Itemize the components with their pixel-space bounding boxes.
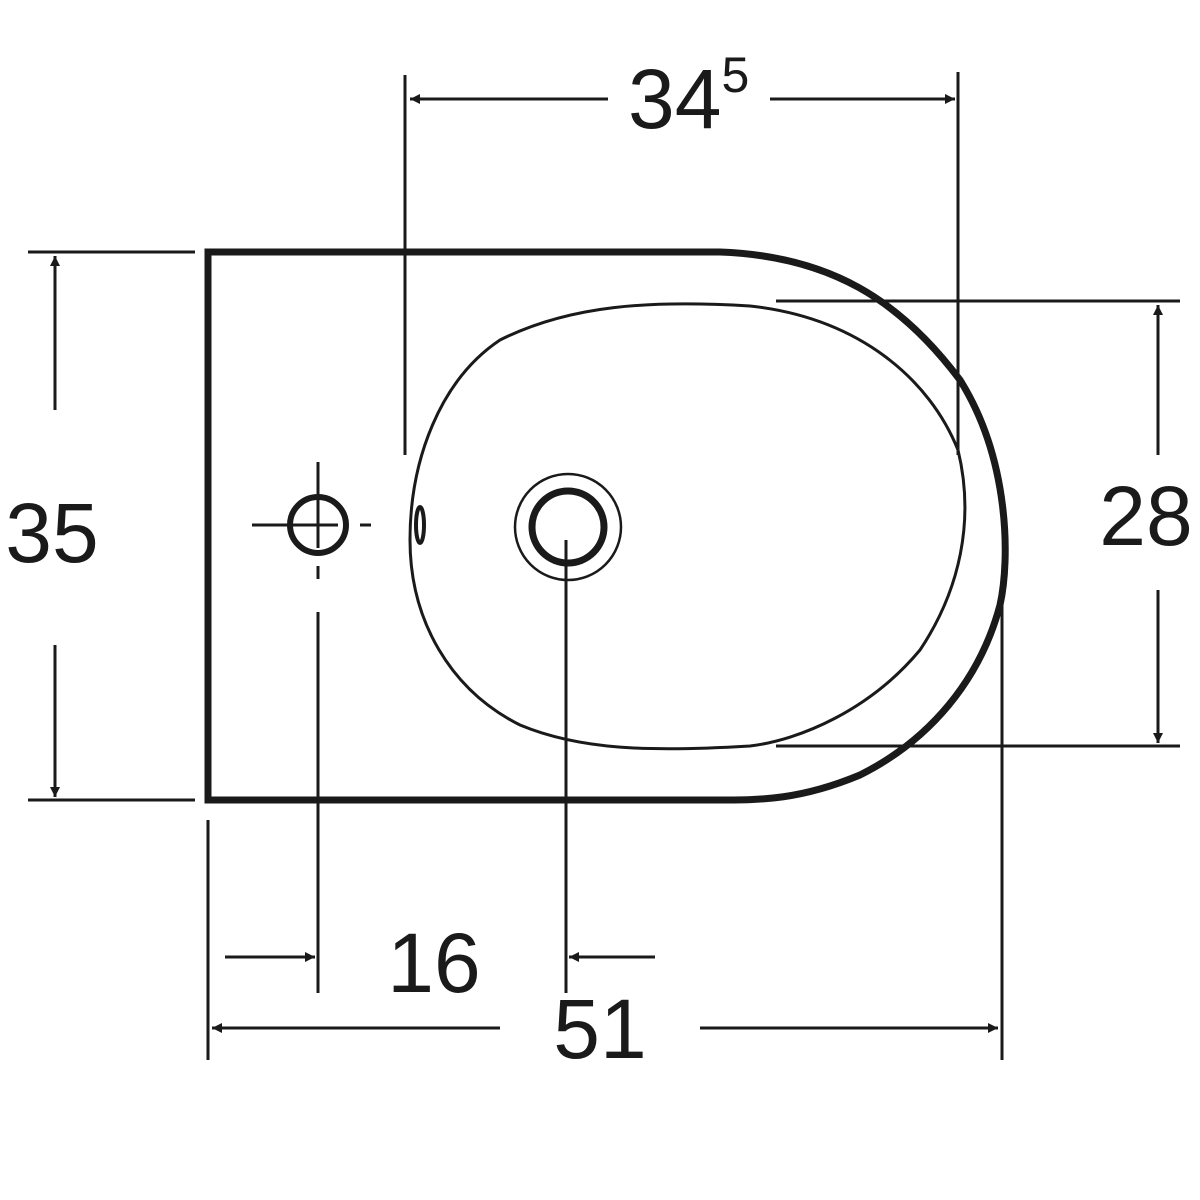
dimension-top-width: 345 — [628, 47, 749, 146]
extension-lines — [28, 72, 1180, 1060]
dimension-lines — [50, 94, 1163, 1033]
tap-hole — [252, 462, 371, 579]
drain — [513, 472, 623, 582]
overflow-slot-icon — [414, 505, 426, 545]
bidet-outline — [204, 248, 1009, 804]
dimension-left-height: 35 — [5, 486, 98, 580]
dimension-total-length: 51 — [553, 982, 646, 1076]
dimension-right-height: 28 — [1099, 469, 1192, 563]
dimension-tap-to-drain: 16 — [387, 916, 480, 1010]
